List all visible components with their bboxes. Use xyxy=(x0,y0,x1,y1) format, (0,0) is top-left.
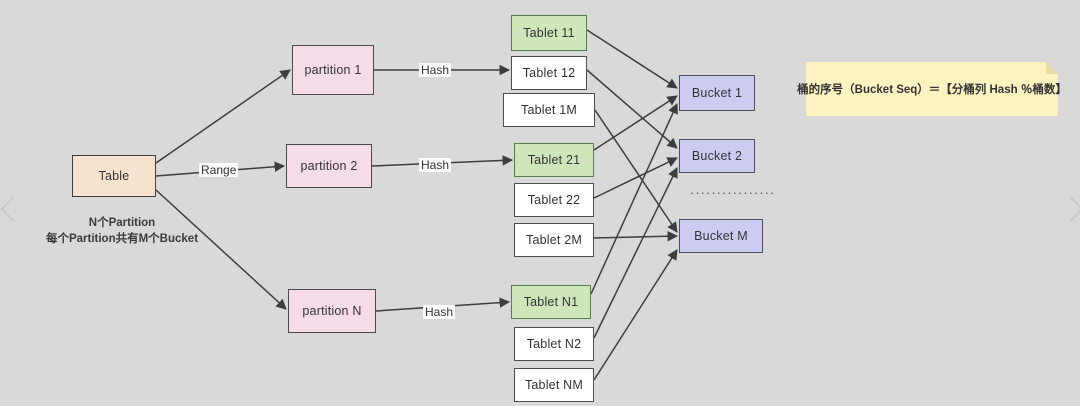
partition-caption-line2: 每个Partition共有M个Bucket xyxy=(45,233,199,245)
edge-label-hash-1: Hash xyxy=(419,63,452,77)
bucket-seq-note: 桶的序号（Bucket Seq）＝【分桶列 Hash ％桶数】 xyxy=(797,62,1067,116)
node-tablet-12[interactable]: Tablet 12 xyxy=(511,56,587,90)
node-tablet-11-label: Tablet 11 xyxy=(523,26,575,40)
node-bucket-2-label: Bucket 2 xyxy=(691,149,743,163)
edge-label-hash-2: Hash xyxy=(419,158,452,172)
partition-caption-line1: N个Partition xyxy=(88,217,156,229)
node-tablet-1m[interactable]: Tablet 1M xyxy=(503,93,595,127)
node-bucket-1[interactable]: Bucket 1 xyxy=(679,75,755,111)
node-table-label: Table xyxy=(98,169,130,183)
node-bucket-m[interactable]: Bucket M xyxy=(679,219,763,253)
node-tablet-n1-label: Tablet N1 xyxy=(523,295,579,309)
node-partition-n[interactable]: partition N xyxy=(288,289,376,333)
node-tablet-11[interactable]: Tablet 11 xyxy=(511,15,587,51)
partition-caption: N个Partition 每个Partition共有M个Bucket xyxy=(17,215,227,247)
node-partition-1[interactable]: partition 1 xyxy=(292,45,374,95)
node-partition-1-label: partition 1 xyxy=(304,63,362,77)
node-tablet-nm-label: Tablet NM xyxy=(524,378,584,392)
edge-label-hash-n: Hash xyxy=(423,305,456,319)
node-tablet-n1[interactable]: Tablet N1 xyxy=(511,285,591,319)
node-tablet-1m-label: Tablet 1M xyxy=(521,103,577,117)
bucket-seq-note-text: 桶的序号（Bucket Seq）＝【分桶列 Hash ％桶数】 xyxy=(797,84,1067,96)
node-tablet-21-label: Tablet 21 xyxy=(527,153,581,167)
node-bucket-2[interactable]: Bucket 2 xyxy=(679,139,755,173)
node-tablet-12-label: Tablet 12 xyxy=(522,66,576,80)
note-fold-corner xyxy=(1046,62,1058,74)
node-bucket-m-label: Bucket M xyxy=(694,229,748,243)
node-tablet-n2-label: Tablet N2 xyxy=(526,337,582,351)
node-partition-2-label: partition 2 xyxy=(300,159,358,173)
node-tablet-2m[interactable]: Tablet 2M xyxy=(514,223,594,257)
edge-label-range: Range xyxy=(199,163,239,177)
node-partition-2[interactable]: partition 2 xyxy=(286,144,372,188)
node-tablet-n2[interactable]: Tablet N2 xyxy=(514,327,594,361)
node-tablet-22[interactable]: Tablet 22 xyxy=(514,183,594,217)
node-tablet-22-label: Tablet 22 xyxy=(527,193,581,207)
bucket-ellipsis: ················ xyxy=(690,185,776,200)
chevron-right-icon[interactable] xyxy=(1058,196,1080,222)
node-table[interactable]: Table xyxy=(72,155,156,197)
node-tablet-2m-label: Tablet 2M xyxy=(526,233,582,247)
node-partition-n-label: partition N xyxy=(302,304,362,318)
node-bucket-1-label: Bucket 1 xyxy=(691,86,743,100)
node-tablet-21[interactable]: Tablet 21 xyxy=(514,143,594,177)
node-tablet-nm[interactable]: Tablet NM xyxy=(514,368,594,402)
